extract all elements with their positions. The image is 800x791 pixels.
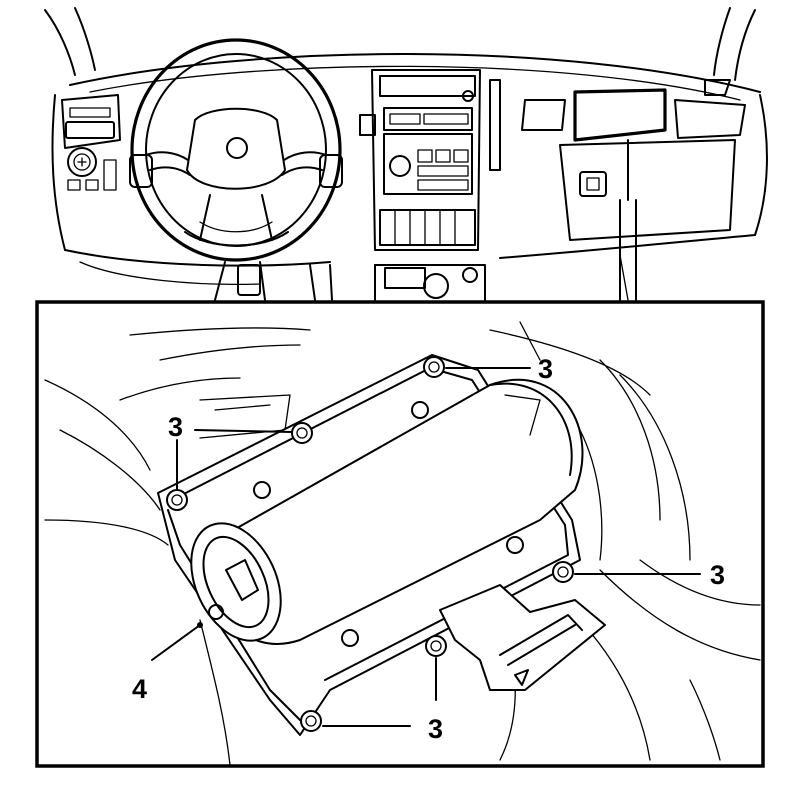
horn-emblem	[226, 137, 248, 159]
leader-c7	[151, 624, 201, 661]
nut-right	[552, 561, 574, 583]
passenger-airbag-location	[573, 88, 667, 142]
nut-upper-mid	[291, 422, 313, 444]
glovebox-latch	[579, 171, 607, 197]
callout-3-right: 3	[710, 560, 725, 590]
steering-wheel	[129, 38, 343, 262]
dashboard-overview	[44, 7, 768, 301]
leader-c2	[194, 429, 293, 433]
airbag-detail-view: 3 3 3 3 3 3 4	[44, 321, 761, 766]
nut-lower-mid	[425, 635, 447, 657]
center-console	[359, 69, 501, 301]
callout-3-top-right: 3	[538, 354, 553, 384]
callout-3-bottom-mid: 3	[428, 714, 443, 744]
callout-3-upper-left: 3	[168, 412, 183, 442]
nut-lower-left	[300, 710, 322, 732]
mounting-nuts	[166, 356, 574, 732]
gear-lever	[423, 273, 449, 299]
airbag-canister	[190, 378, 584, 645]
callout-4-bracket: 4	[132, 674, 147, 704]
glovebox	[559, 139, 736, 241]
nut-top-right	[423, 356, 445, 378]
nut-upper-left	[166, 489, 188, 511]
airbag-connector	[439, 584, 606, 691]
light-switch-knob	[67, 147, 97, 177]
